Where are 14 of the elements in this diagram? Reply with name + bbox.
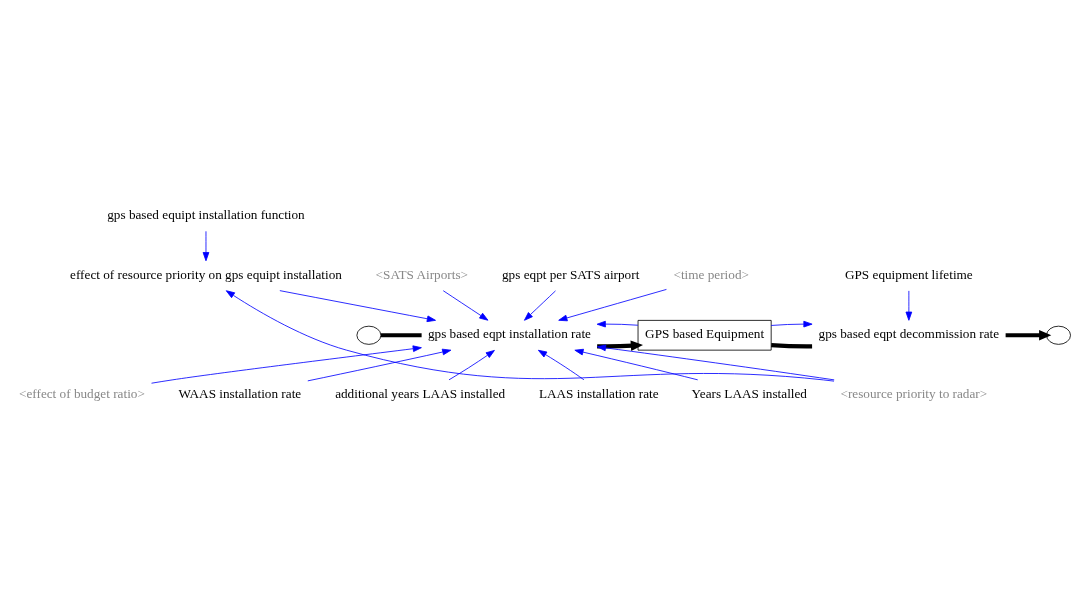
node-text: gps eqpt per SATS airport — [501, 266, 640, 282]
node-text: <effect of budget ratio> — [19, 385, 145, 401]
node-text: additional years LAAS installed — [335, 385, 506, 401]
node-text: WAAS installation rate — [178, 385, 302, 401]
node-text: <time period> — [673, 266, 749, 282]
node-text: gps based eqpt installation rate — [427, 326, 591, 342]
node-text: LAAS installation rate — [538, 385, 659, 401]
node-text: Years LAAS installed — [691, 385, 807, 401]
node-text: gps based equipt installation function — [107, 207, 305, 223]
node-text: <SATS Airports> — [375, 266, 469, 282]
node-text: <resource priority to radar> — [840, 385, 988, 401]
node-text: GPS equipment lifetime — [844, 266, 973, 282]
node-text: effect of resource priority on gps equipt installation — [70, 266, 342, 282]
node-text: gps based eqpt decommission rate — [818, 326, 1000, 342]
